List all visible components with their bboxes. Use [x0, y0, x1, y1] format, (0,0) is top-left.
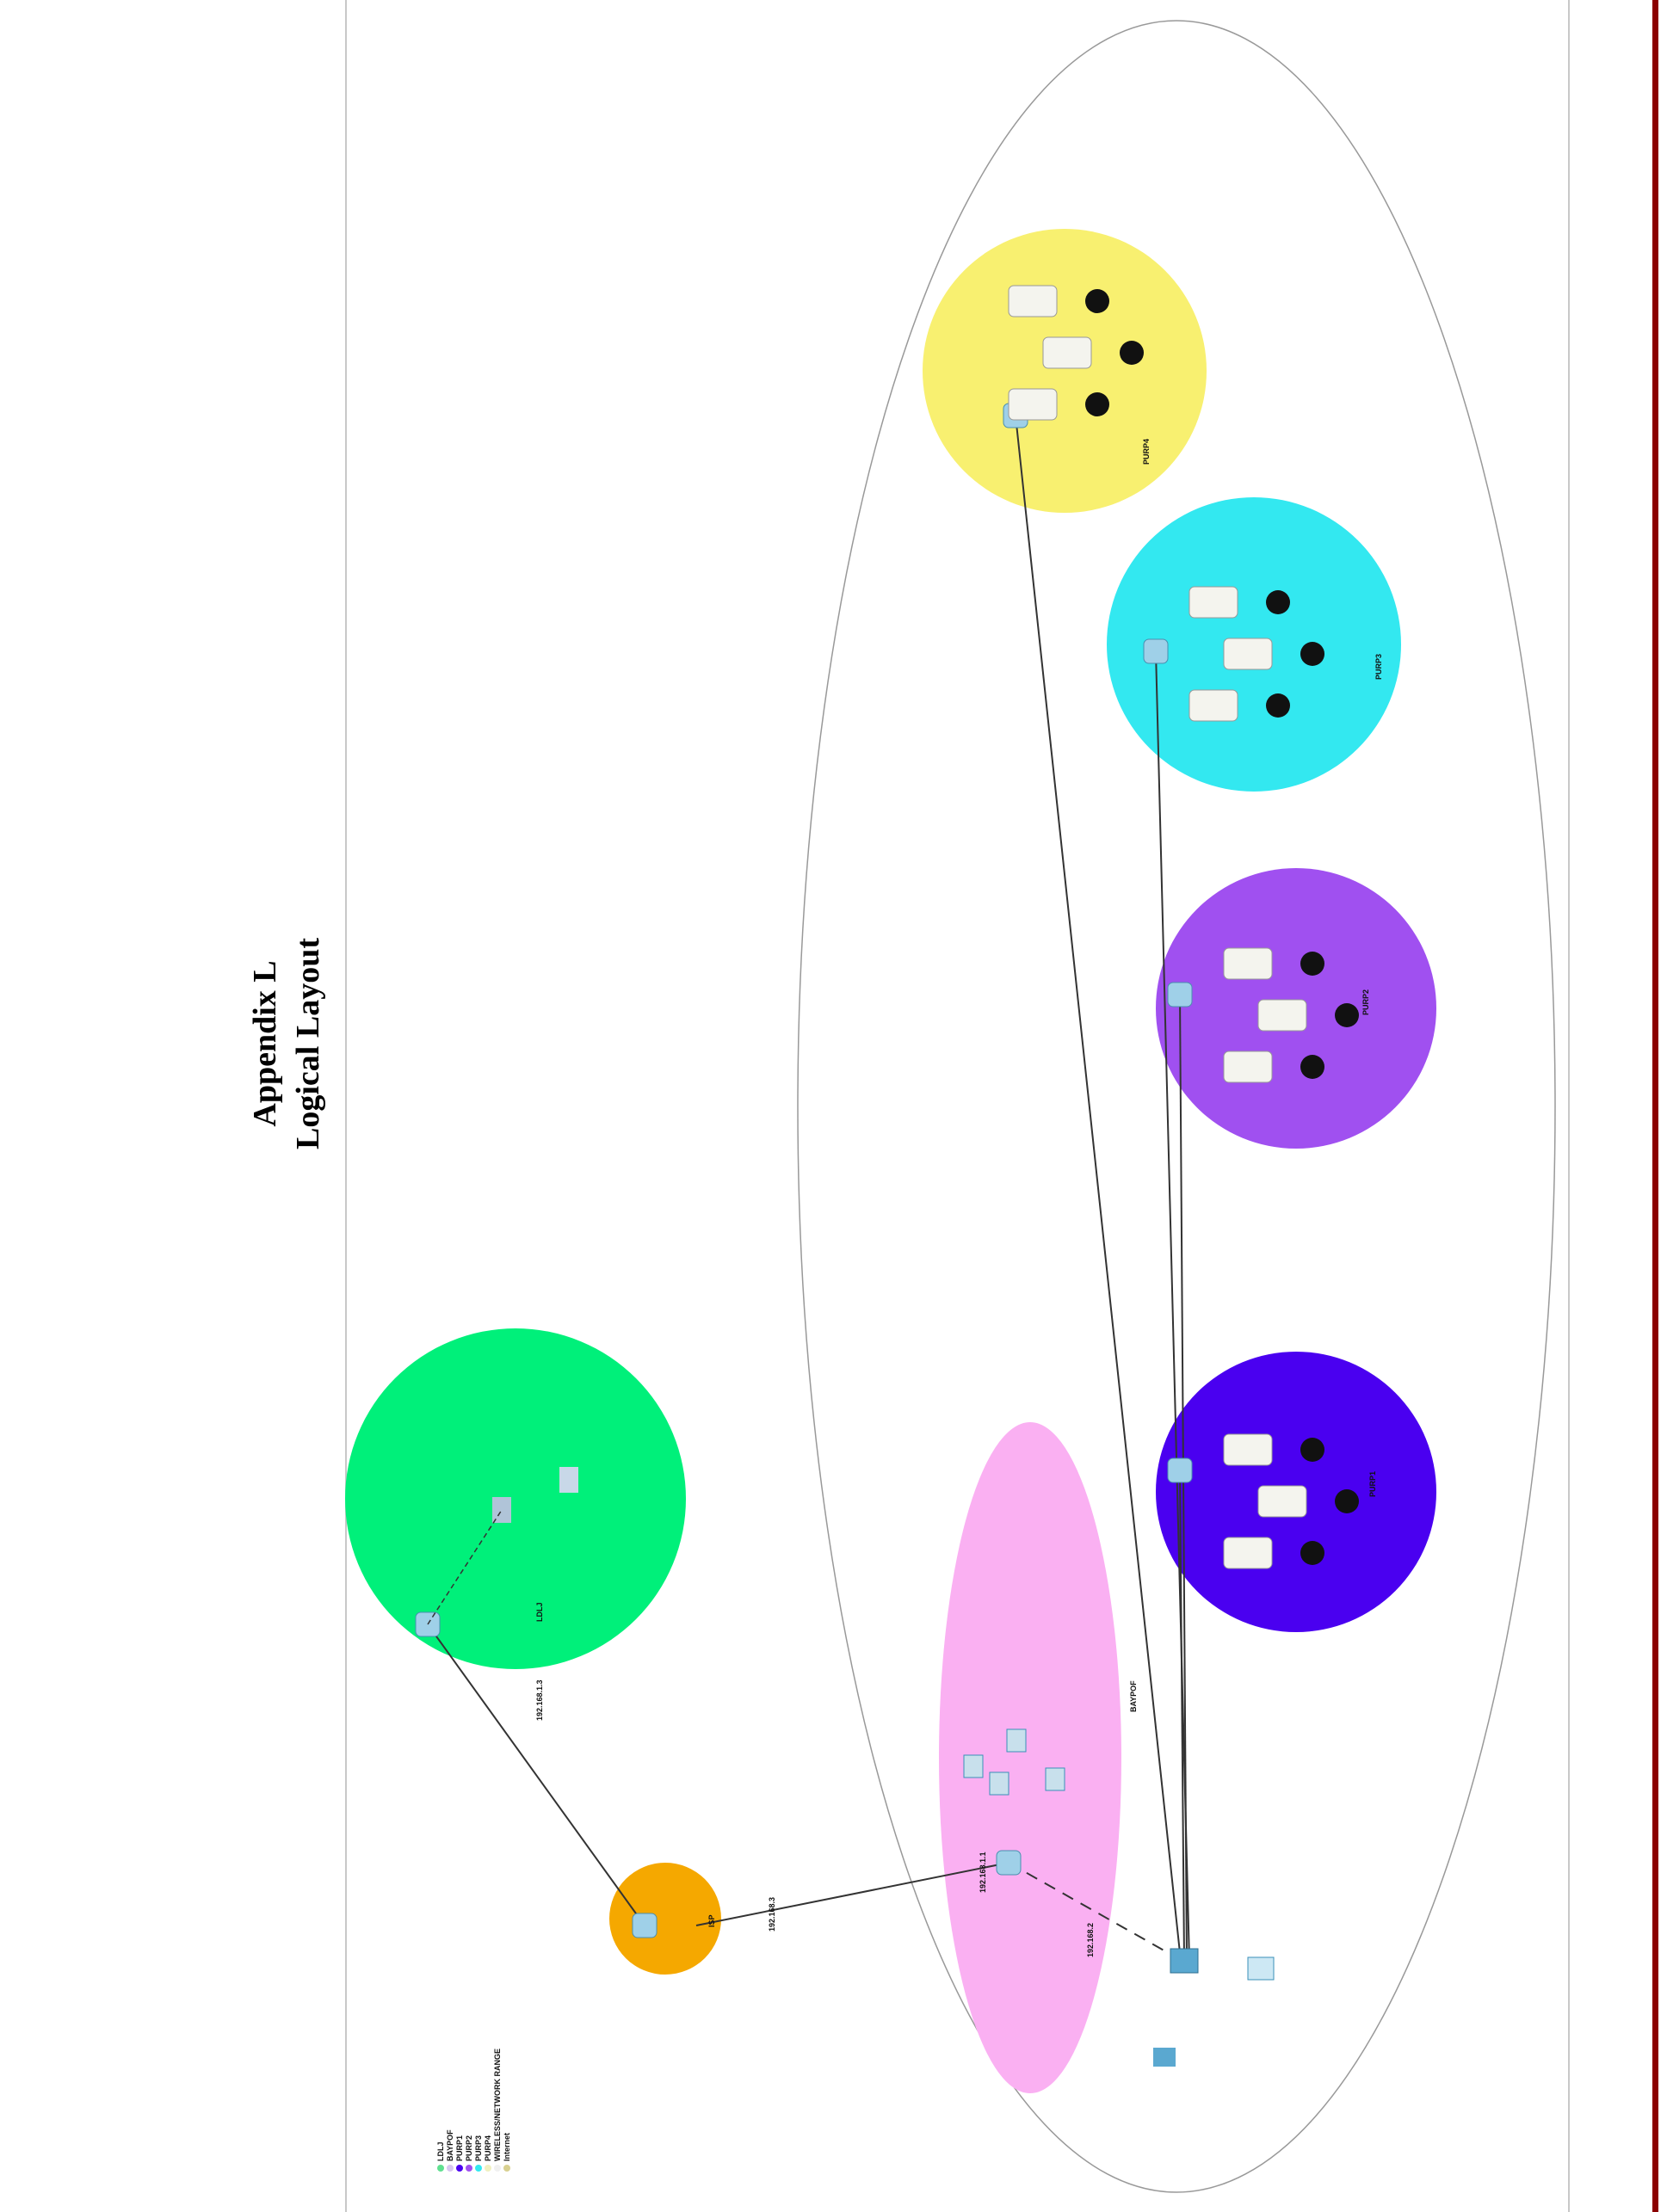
yellow-zone-server-0	[1008, 285, 1058, 317]
cyan-zone-server-1	[1223, 638, 1273, 670]
page-border-right	[1568, 0, 1570, 2212]
server-icon-pink-1	[1006, 1728, 1027, 1753]
link-switch-yellow	[1015, 415, 1182, 1962]
page-accent-bar	[1652, 0, 1658, 2212]
blue-zone-server-0	[1223, 1433, 1273, 1466]
yellow-zone	[923, 229, 1207, 513]
zone-label-orange: ISP	[707, 1914, 716, 1927]
legend-swatch-0	[437, 2165, 444, 2172]
link-label-pink-router: 192.168.1.1	[979, 1852, 987, 1893]
legend-label-1: BAYPOF	[446, 2129, 454, 2161]
server-icon-pink-3	[1045, 1767, 1065, 1791]
link-label-isp-pink: 192.168.3	[768, 1897, 776, 1932]
router-icon-pink	[996, 1850, 1022, 1876]
switch-icon	[1170, 1948, 1199, 1974]
link-isp-pink	[695, 1862, 1009, 1926]
cyan-zone-camera-icon-1	[1300, 642, 1324, 666]
legend-swatch-2	[456, 2165, 463, 2172]
link-label-isp-green: 192.168.1.3	[535, 1679, 544, 1721]
legend-swatch-5	[485, 2165, 491, 2172]
legend-label-5: PURP4	[484, 2135, 492, 2161]
orange-zone	[609, 1863, 721, 1975]
legend-label-3: PURP2	[465, 2135, 473, 2161]
zone-label-pink: BAYPOF	[1129, 1680, 1138, 1712]
page-border-left	[345, 0, 347, 2212]
link-switch-blue	[1179, 1470, 1185, 1962]
legend-swatch-1	[447, 2165, 454, 2172]
yellow-zone-camera-icon-2	[1085, 392, 1109, 416]
server-icon-pink-0	[989, 1771, 1009, 1796]
pc-icon	[1247, 1956, 1275, 1981]
link-pink-switch	[1008, 1862, 1168, 1953]
legend-label-2: PURP1	[455, 2135, 464, 2161]
router-icon-cyan	[1143, 638, 1169, 664]
purple-zone-server-2	[1223, 1051, 1273, 1083]
purple-zone-camera-icon-2	[1300, 1055, 1324, 1079]
purple-zone-server-0	[1223, 947, 1273, 980]
server-icon-pink-2	[963, 1754, 984, 1778]
blue-zone-camera-icon-0	[1300, 1438, 1324, 1462]
legend-label-7: Internet	[503, 2133, 511, 2161]
yellow-zone-camera-icon-1	[1120, 341, 1144, 365]
zone-label-blue: PURP1	[1368, 1471, 1377, 1497]
printer-icon	[1153, 2048, 1176, 2067]
legend-swatch-3	[466, 2165, 472, 2172]
pc-icon-green	[559, 1467, 578, 1493]
cyan-zone-camera-icon-0	[1266, 590, 1290, 614]
yellow-zone-server-1	[1042, 336, 1092, 369]
blue-zone-server-2	[1223, 1537, 1273, 1569]
green-zone	[345, 1328, 686, 1669]
purple-zone-server-1	[1257, 999, 1307, 1032]
legend-label-4: PURP3	[474, 2135, 483, 2161]
legend-swatch-4	[475, 2165, 482, 2172]
zone-label-green: LDLJ	[535, 1603, 544, 1623]
link-switch-cyan	[1155, 650, 1190, 1962]
link-green-server	[427, 1509, 503, 1625]
router-icon-purple	[1167, 982, 1193, 1007]
legend-swatch-6	[494, 2165, 501, 2172]
legend-label-0: LDLJ	[436, 2142, 445, 2162]
cyan-zone-server-2	[1189, 689, 1238, 722]
purple-zone-camera-icon-1	[1335, 1003, 1359, 1027]
zone-label-purple: PURP2	[1361, 989, 1370, 1015]
yellow-zone-camera-icon-0	[1085, 289, 1109, 313]
link-isp-green	[427, 1624, 645, 1926]
zone-label-yellow: PURP4	[1142, 439, 1151, 465]
link-label-pink-switch: 192.168.2	[1086, 1923, 1095, 1957]
yellow-zone-server-2	[1008, 388, 1058, 421]
legend-label-6: WIRELESS/NETWORK RANGE	[493, 2049, 502, 2161]
cyan-zone-server-0	[1189, 586, 1238, 619]
blue-zone-camera-icon-2	[1300, 1541, 1324, 1565]
router-icon-orange	[632, 1913, 658, 1938]
server-icon-green	[492, 1497, 511, 1523]
legend-swatch-7	[503, 2165, 510, 2172]
cyan-zone-camera-icon-2	[1266, 693, 1290, 718]
router-icon-blue	[1167, 1457, 1193, 1483]
purple-zone-camera-icon-0	[1300, 952, 1324, 976]
building-boundary-ellipse	[797, 20, 1556, 2193]
blue-zone-server-1	[1257, 1485, 1307, 1518]
zone-label-cyan: PURP3	[1374, 654, 1383, 680]
pink-zone	[939, 1422, 1121, 2093]
blue-zone-camera-icon-1	[1335, 1489, 1359, 1513]
